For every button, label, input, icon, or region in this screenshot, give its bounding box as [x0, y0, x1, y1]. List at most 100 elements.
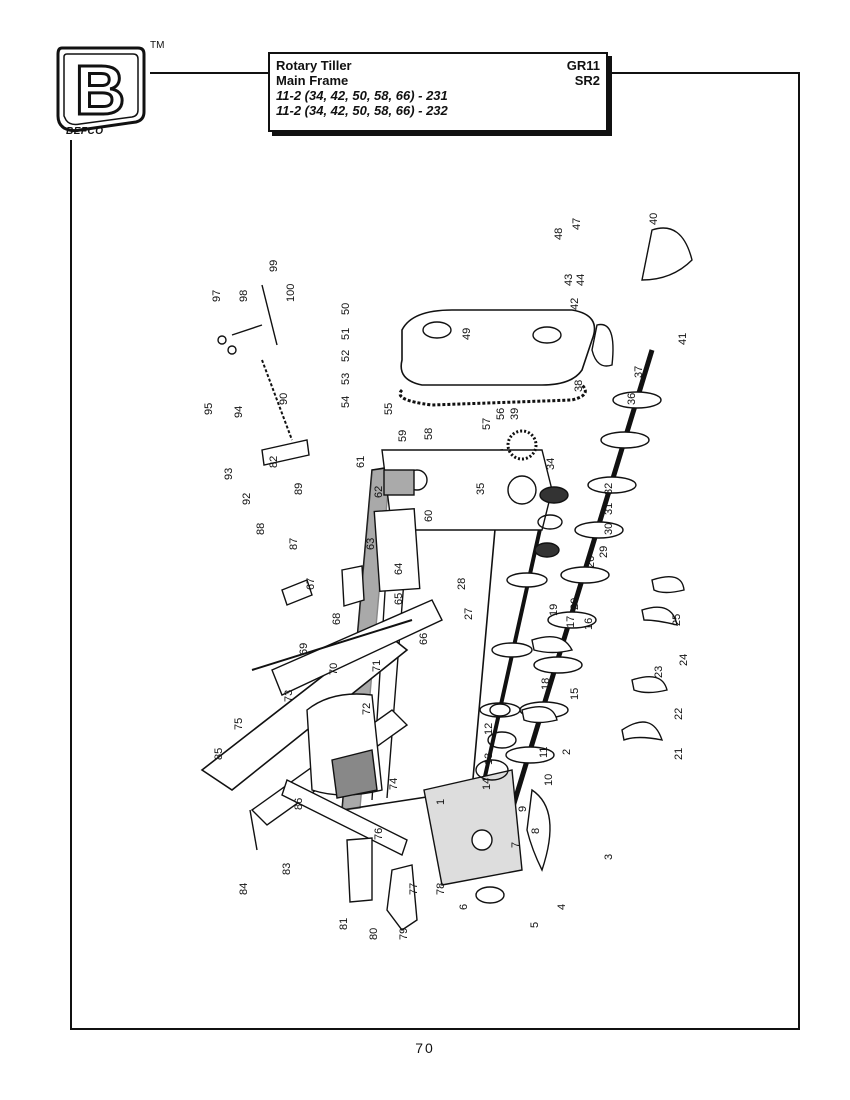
page-number: 70: [415, 1040, 435, 1056]
part-label: 75: [233, 718, 245, 730]
part-label: 67: [305, 578, 317, 590]
part-label: 13: [483, 753, 495, 765]
part-label: 43: [563, 274, 575, 286]
part-label: 2: [561, 749, 573, 755]
part-label: 69: [298, 643, 310, 655]
part-label: 48: [553, 228, 565, 240]
part-label: 28: [456, 578, 468, 590]
part-label: 5: [529, 922, 541, 928]
part-label: 74: [388, 778, 400, 790]
part-label: 90: [278, 393, 290, 405]
model-range-1: 11-2 (34, 42, 50, 58, 66) - 231: [276, 88, 448, 103]
part-label: 14: [481, 778, 493, 790]
part-label: 85: [213, 748, 225, 760]
part-label: 17: [565, 616, 577, 628]
part-label: 15: [569, 688, 581, 700]
part-label: 68: [331, 613, 343, 625]
part-label: 99: [268, 260, 280, 272]
part-number-labels: 1 2 3 4 5 6 7 8 9 10 11 12 13 14 15 16 1…: [203, 213, 690, 940]
part-label: 37: [633, 366, 645, 378]
part-label: 53: [340, 373, 352, 385]
brand-name: BEFCO: [66, 126, 104, 137]
part-label: 77: [408, 883, 420, 895]
part-label: 58: [423, 428, 435, 440]
part-label: 81: [338, 918, 350, 930]
part-label: 12: [483, 723, 495, 735]
part-label: 86: [293, 798, 305, 810]
part-label: 24: [678, 654, 690, 666]
part-label: 59: [397, 430, 409, 442]
part-label: 88: [255, 523, 267, 535]
part-label: 63: [365, 538, 377, 550]
section-name: Main Frame: [276, 73, 349, 88]
part-label: 11: [538, 747, 550, 758]
part-label: 49: [461, 328, 473, 340]
logo-mark: B: [75, 51, 126, 129]
part-label: 62: [373, 486, 385, 498]
part-label: 66: [418, 633, 430, 645]
part-label: 39: [509, 408, 521, 420]
part-label: 22: [673, 708, 685, 720]
trademark-symbol: TM: [150, 40, 165, 51]
part-label: 70: [328, 663, 340, 675]
part-label: 4: [556, 904, 568, 910]
part-label: 7: [510, 842, 522, 848]
part-label: 94: [233, 406, 245, 418]
part-label: 41: [677, 333, 689, 345]
part-label: 18: [540, 678, 552, 690]
part-label: 89: [293, 483, 305, 495]
part-label: 54: [340, 396, 352, 408]
exploded-parts-diagram: 1 2 3 4 5 6 7 8 9 10 11 12 13 14 15 16 1…: [200, 213, 693, 940]
part-label: 16: [583, 618, 595, 630]
part-label: 52: [340, 350, 352, 362]
part-label: 51: [340, 328, 352, 340]
part-label: 95: [203, 403, 215, 415]
part-label: 44: [575, 274, 587, 286]
part-label: 56: [495, 408, 507, 420]
part-label: 78: [435, 883, 447, 895]
model-code-1: GR11: [566, 58, 600, 73]
part-label: 79: [398, 928, 410, 940]
product-name: Rotary Tiller: [276, 58, 352, 73]
part-label: 25: [671, 614, 683, 626]
part-label: 57: [481, 418, 493, 430]
part-label: 31: [603, 503, 615, 515]
part-label: 27: [463, 608, 475, 620]
part-label: 64: [393, 563, 405, 575]
part-label: 30: [603, 523, 615, 535]
part-label: 6: [458, 904, 470, 910]
part-label: 98: [238, 290, 250, 302]
part-label: 26: [585, 556, 597, 568]
part-label: 72: [361, 703, 373, 715]
part-label: 76: [373, 828, 385, 840]
part-label: 97: [211, 290, 223, 302]
model-code-2: SR2: [574, 73, 600, 88]
part-label: 1: [435, 799, 447, 805]
model-range-2: 11-2 (34, 42, 50, 58, 66) - 232: [276, 103, 448, 118]
part-label: 93: [223, 468, 235, 480]
part-label: 32: [603, 483, 615, 495]
part-label: 47: [571, 218, 583, 230]
part-label: 50: [340, 303, 352, 315]
part-label: 82: [268, 456, 280, 468]
part-label: 73: [283, 690, 295, 702]
part-label: 61: [355, 456, 367, 468]
part-label: 34: [545, 458, 557, 470]
part-label: 87: [288, 538, 300, 550]
part-label: 83: [281, 863, 293, 875]
part-label: 92: [241, 493, 253, 505]
part-label: 10: [543, 774, 555, 786]
part-label: 65: [393, 593, 405, 605]
part-label: 84: [238, 883, 250, 895]
part-label: 100: [285, 284, 297, 302]
befco-logo: B: [50, 40, 150, 140]
part-label: 40: [648, 213, 660, 225]
part-label: 60: [423, 510, 435, 522]
title-block: Rotary Tiller GR11 Main Frame SR2 11-2 (…: [268, 52, 608, 132]
part-label: 80: [368, 928, 380, 940]
part-label: 23: [653, 666, 665, 678]
part-label: 71: [371, 660, 383, 672]
part-label: 9: [517, 806, 529, 812]
part-label: 29: [598, 546, 610, 558]
part-label: 20: [569, 598, 581, 610]
